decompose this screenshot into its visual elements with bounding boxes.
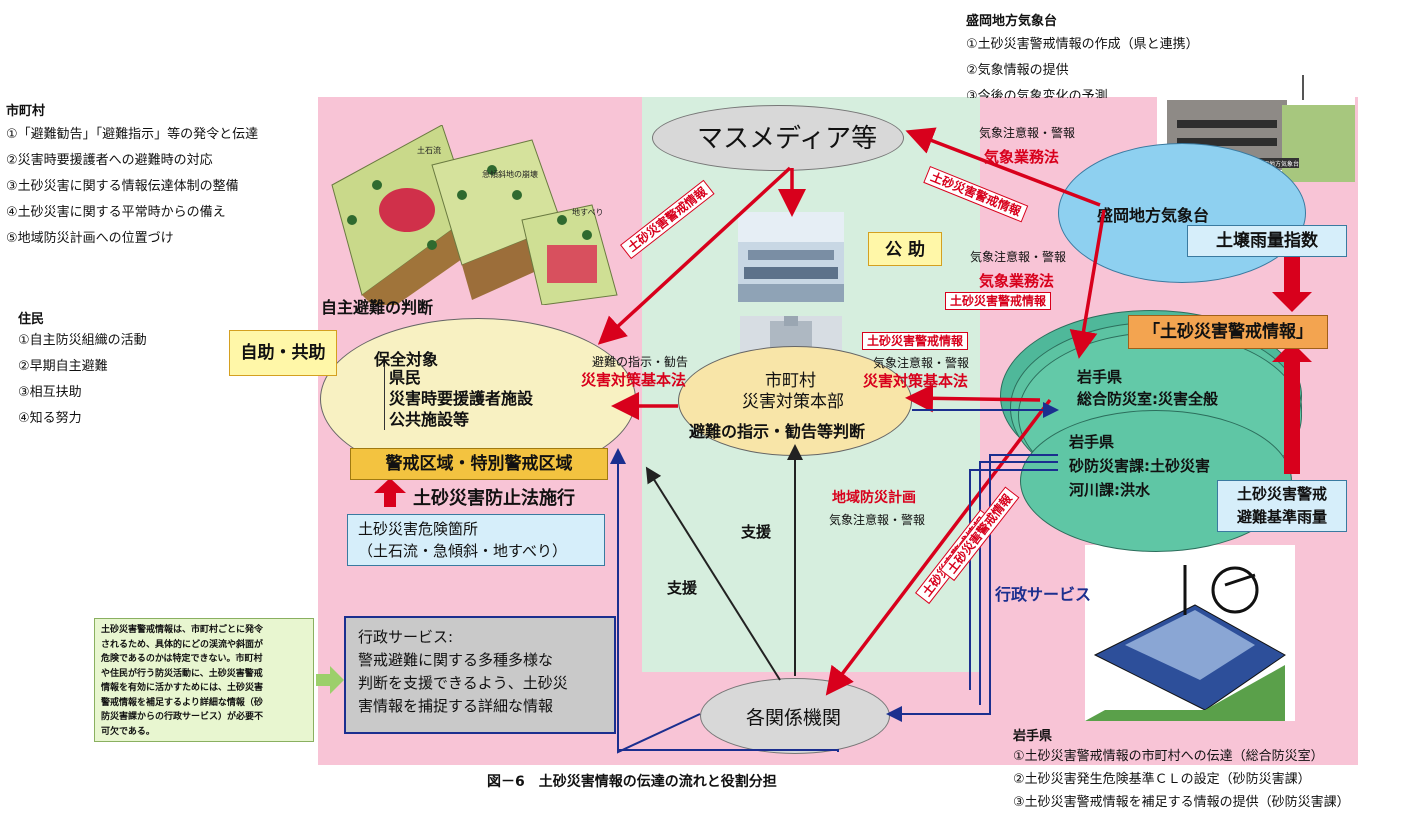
pref-label: 岩手県 [1069, 433, 1115, 451]
prefecture-building-illustration [1085, 545, 1295, 721]
admin-box-line: 害情報を捕捉する詳細な情報 [358, 697, 554, 715]
list-item: ③土砂災害に関する情報伝達体制の整備 [6, 179, 239, 194]
local-plan-label: 地域防災計画 [832, 490, 916, 506]
met-office-node [1058, 143, 1306, 283]
admin-box-line: 判断を支援できるよう、土砂災 [358, 674, 568, 692]
hq-label: 市町村 [765, 371, 816, 391]
admin-service-label: 行政サービス [995, 585, 1092, 604]
note-line: 情報を有効に活かすためには、土砂災害 [101, 683, 264, 693]
list-item: 県民 [389, 368, 422, 387]
danger-spots-line: 土砂災害危険箇所 [358, 520, 479, 538]
support-label: 支援 [741, 523, 772, 541]
list-item: 災害時要援護者施設 [389, 389, 534, 408]
pref-label: 砂防災害課:土砂災害 [1069, 457, 1210, 475]
list-item: ③今後の気象変化の予測 [966, 89, 1108, 98]
weather-law-label: 気象業務法 [984, 148, 1060, 166]
self-help-label: 自助・共助 [229, 330, 337, 376]
pref-label: 岩手県 [1077, 368, 1123, 386]
pref-label: 総合防災室:災害全般 [1077, 390, 1218, 408]
list-item: ⑤地域防災計画への位置づけ [6, 231, 174, 246]
criteria-line: 避難基準雨量 [1236, 508, 1327, 526]
right-arrow-icon [316, 666, 344, 694]
list-item: ④知る努力 [18, 411, 82, 426]
admin-box-line: 警戒避難に関する多種多様な [358, 651, 554, 669]
building-sign: 盛岡地方気象台 [1257, 160, 1299, 168]
support-label: 支援 [667, 579, 698, 597]
met-office-list: ①土砂災害警戒情報の作成（県と連携） ②気象情報の提供 ③今後の気象変化の予測 [966, 32, 1199, 98]
list-item: ③土砂災害警戒情報を補足する情報の提供（砂防災害課） [1013, 795, 1350, 810]
protect-title: 保全対象 [374, 350, 439, 369]
danger-spots-box: 土砂災害危険箇所 （土石流・急傾斜・地すべり） [347, 514, 605, 566]
municipal-hq-node [678, 346, 912, 456]
met-office-title: 盛岡地方気象台 [966, 14, 1058, 29]
photo-label: 土石流 [417, 145, 441, 155]
note-line: 可欠である。 [101, 726, 155, 737]
weather-warning-label: 気象注意報・警報 [829, 513, 926, 527]
pref-label: 河川課:洪水 [1069, 481, 1150, 499]
weather-law-label: 気象業務法 [979, 272, 1055, 290]
mass-media-node [652, 105, 904, 171]
sediment-warning-info-label: 「土砂災害警戒情報」 [1128, 315, 1328, 349]
list-item: ②土砂災害発生危険基準ＣＬの設定（砂防災害課） [1013, 772, 1311, 787]
agencies-label: 各関係機関 [746, 707, 842, 729]
note-line: 危険であるのかは特定できない。市町村 [101, 654, 263, 664]
note-line: 警戒情報を補足するより詳細な情報（砂 [101, 697, 263, 708]
sediment-disaster-illustration: 土石流 急傾斜地の崩壊 地すべり [331, 125, 618, 305]
self-evac-label: 自主避難の判断 [321, 298, 434, 317]
admin-service-box: 行政サービス: 警戒避難に関する多種多様な 判断を支援できるよう、土砂災 害情報… [344, 616, 616, 734]
municipality-list: ①「避難勧告」「避難指示」等の発令と伝達 ②災害時要援護者への避難時の対応 ③土… [6, 122, 258, 252]
photo-label: 地すべり [572, 207, 603, 217]
sediment-law-label: 土砂災害防止法施行 [413, 488, 575, 509]
list-item: ③相互扶助 [18, 385, 82, 400]
list-item: ①「避難勧告」「避難指示」等の発令と伝達 [6, 127, 259, 142]
residents-title: 住民 [18, 312, 45, 327]
list-item: ①土砂災害警戒情報の作成（県と連携） [966, 37, 1199, 52]
municipality-title: 市町村 [6, 104, 46, 119]
criteria-rainfall-box: 土砂災害警戒 避難基準雨量 [1217, 480, 1347, 532]
note-box: 土砂災害警戒情報は、市町村ごとに発令 されるため、具体的にどの渓流や斜面が 危険… [94, 618, 314, 742]
criteria-line: 土砂災害警戒 [1236, 485, 1327, 503]
met-node-label: 盛岡地方気象台 [1097, 206, 1210, 225]
evac-order-label: 避難の指示・勧告 [592, 355, 689, 369]
list-item: ②早期自主避難 [18, 359, 108, 374]
note-line: 防災害課からの行政サービス）が必要不 [101, 712, 264, 722]
hq-judgment-label: 避難の指示・勧告等判断 [689, 422, 866, 441]
weather-warning-label: 気象注意報・警報 [979, 126, 1076, 140]
danger-spots-line: （土石流・急傾斜・地すべり） [358, 542, 567, 560]
weather-warning-label: 気象注意報・警報 [873, 356, 970, 370]
sediment-warning-tag: 土砂災害警戒情報 [862, 332, 969, 350]
mass-media-label: マスメディア等 [697, 124, 878, 154]
protect-list: 県民 災害時要援護者施設 公共施設等 [384, 367, 533, 430]
note-line: されるため、具体的にどの渓流や斜面が [101, 639, 264, 650]
iwate-title: 岩手県 [1013, 729, 1053, 744]
list-item: ②気象情報の提供 [966, 63, 1069, 78]
control-room-photo [738, 212, 844, 302]
list-item: 公共施設等 [389, 410, 470, 429]
iwate-list: ①土砂災害警戒情報の市町村への伝達（総合防災室） ②土砂災害発生危険基準ＣＬの設… [1013, 745, 1350, 814]
soil-index-label: 土壌雨量指数 [1187, 225, 1347, 257]
list-item: ②災害時要援護者への避難時の対応 [6, 153, 213, 168]
note-line: や住民が行う防災活動に、土砂災害警戒 [101, 668, 263, 679]
basic-law-label: 災害対策基本法 [581, 371, 687, 389]
list-item: ①自主防災組織の活動 [18, 333, 147, 348]
admin-box-title: 行政サービス: [358, 628, 454, 646]
warning-zone-label: 警戒区域・特別警戒区域 [350, 448, 608, 480]
sediment-warning-tag: 土砂災害警戒情報 [945, 292, 1052, 310]
list-item: ①土砂災害警戒情報の市町村への伝達（総合防災室） [1013, 749, 1324, 764]
residents-list: ①自主防災組織の活動 ②早期自主避難 ③相互扶助 ④知る努力 [18, 328, 147, 432]
list-item: ④土砂災害に関する平常時からの備え [6, 205, 226, 220]
weather-warning-label: 気象注意報・警報 [970, 250, 1067, 264]
agencies-node [700, 678, 890, 754]
basic-law-label-2: 災害対策基本法 [863, 372, 969, 390]
note-line: 土砂災害警戒情報は、市町村ごとに発令 [101, 625, 264, 635]
figure-caption: 図－6 土砂災害情報の伝達の流れと役割分担 [487, 774, 777, 790]
photo-label: 急傾斜地の崩壊 [482, 169, 538, 179]
public-help-label: 公 助 [868, 232, 942, 266]
hq-label: 災害対策本部 [742, 392, 844, 412]
